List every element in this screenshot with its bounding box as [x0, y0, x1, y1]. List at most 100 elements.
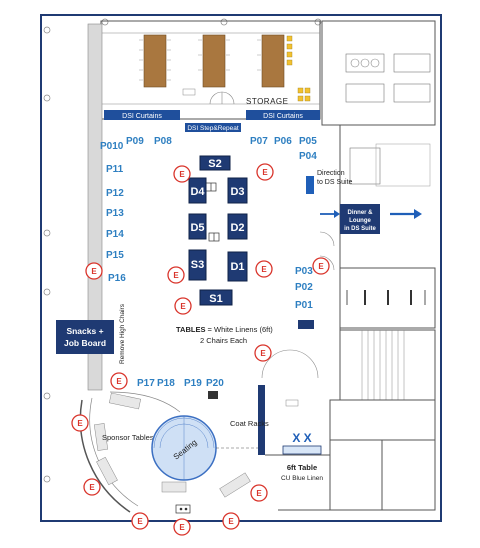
svg-text:E: E: [89, 483, 95, 492]
emergency-icon: E: [131, 512, 149, 530]
svg-text:E: E: [228, 517, 234, 526]
dinner-line2: Lounge: [349, 218, 371, 224]
emergency-icon: E: [167, 266, 185, 284]
sponsor-area: Sponsor Tables Seating: [79, 391, 258, 514]
cu-blue-linen-label: CU Blue Linen: [281, 475, 323, 482]
svg-text:E: E: [91, 267, 97, 276]
poster-p14[interactable]: P14: [106, 229, 124, 240]
poster-p07[interactable]: P07: [250, 136, 268, 147]
table-d5-label: D5: [190, 222, 204, 234]
plan-border: [40, 14, 442, 522]
table-s3[interactable]: [188, 249, 207, 281]
dsi-curtains-left-label: DSI Curtains: [122, 113, 162, 120]
remove-chairs-label: Remove High Chairs: [119, 303, 126, 364]
poster-p010[interactable]: P010: [100, 141, 124, 152]
poster-p05[interactable]: P05: [299, 136, 317, 147]
emergency-icon: E: [255, 260, 273, 278]
coat-rack-bar: [258, 385, 265, 455]
chairs-label: 2 Chairs Each: [200, 336, 247, 345]
svg-text:E: E: [173, 271, 179, 280]
poster-p19[interactable]: P19: [184, 378, 202, 389]
x-marks: X X: [292, 431, 311, 445]
emergency-icon: E: [174, 297, 192, 315]
table-s3-label: S3: [191, 259, 204, 271]
snacks-line1: Snacks +: [66, 326, 103, 336]
emergency-icon: E: [85, 262, 103, 280]
direction-line1: Direction: [317, 170, 345, 177]
poster-labels: P09 P08 P07 P06 P05 P010 P04 P11 P12 P13…: [100, 136, 317, 389]
poster-p09[interactable]: P09: [126, 136, 144, 147]
emergency-markers: E E E E E E E E E E E E E E E: [71, 163, 330, 536]
table-d4-label: D4: [190, 186, 205, 198]
table-d2[interactable]: [227, 213, 248, 240]
direction-sign: Direction to DS Suite Dinner & Lounge in…: [306, 170, 422, 234]
small-table-p01: [298, 320, 314, 329]
wood-table-2: [202, 34, 226, 88]
table-s1[interactable]: [199, 289, 233, 306]
table-d5[interactable]: [188, 213, 207, 240]
emergency-icon: E: [173, 518, 191, 536]
poster-p13[interactable]: P13: [106, 208, 124, 219]
poster-p08[interactable]: P08: [154, 136, 172, 147]
wood-table-3: [261, 34, 285, 88]
dinner-line3: in DS Suite: [344, 226, 376, 232]
poster-p06[interactable]: P06: [274, 136, 292, 147]
table-s2[interactable]: [199, 155, 231, 171]
poster-p11[interactable]: P11: [106, 164, 124, 175]
table-d1[interactable]: [227, 251, 248, 282]
coat-racks-label: Coat Racks: [230, 419, 269, 428]
poster-p03[interactable]: P03: [295, 266, 313, 277]
stacked-chairs: [286, 35, 311, 102]
dinner-line1: Dinner &: [347, 210, 373, 216]
snacks-job-board: Snacks + Job Board Remove High Chairs: [56, 303, 126, 364]
dsi-step-repeat-label: DSI Step&Repeat: [187, 125, 239, 132]
corridor-doors: [298, 231, 335, 329]
svg-text:E: E: [261, 265, 267, 274]
table-s2-label: S2: [208, 158, 221, 170]
poster-p15[interactable]: P15: [106, 250, 124, 261]
restrooms: [329, 267, 436, 511]
wood-table-1: [143, 34, 167, 88]
sponsor-tables-label: Sponsor Tables: [102, 433, 154, 442]
poster-p18[interactable]: P18: [157, 378, 175, 389]
tables: S2 D4 D3 D5 D2 S3 D1 S1: [188, 155, 248, 306]
table-s1-label: S1: [209, 293, 222, 305]
curtains: DSI Curtains DSI Step&Repeat DSI Curtain…: [104, 110, 320, 132]
poster-p17[interactable]: P17: [137, 378, 155, 389]
table-d4[interactable]: [188, 177, 207, 204]
snacks-line2: Job Board: [64, 338, 106, 348]
grid-markers: [43, 18, 322, 483]
table-d3[interactable]: [227, 177, 248, 204]
poster-p02[interactable]: P02: [295, 282, 313, 293]
svg-text:TABLES = White Linens (6ft): TABLES = White Linens (6ft): [176, 325, 273, 334]
poster-p04[interactable]: P04: [299, 151, 317, 162]
emergency-icon: E: [222, 512, 240, 530]
tables-rest: = White Linens (6ft): [205, 325, 273, 334]
emergency-icon: E: [110, 372, 128, 390]
direction-line2: to DS Suite: [317, 179, 353, 186]
tables-bold: TABLES: [176, 325, 205, 334]
left-wall-strip: [87, 23, 103, 391]
table-d3-label: D3: [230, 186, 244, 198]
svg-text:E: E: [137, 517, 143, 526]
six-ft-table-label: 6ft Table: [287, 463, 317, 472]
dsi-curtains-right-label: DSI Curtains: [263, 113, 303, 120]
poster-p20[interactable]: P20: [206, 378, 224, 389]
svg-text:E: E: [256, 489, 262, 498]
poster-p01[interactable]: P01: [295, 300, 313, 311]
poster-p12[interactable]: P12: [106, 188, 124, 199]
poster-p16[interactable]: P16: [108, 273, 126, 284]
emergency-icon: E: [83, 478, 101, 496]
svg-text:E: E: [180, 302, 186, 311]
storage-label: STORAGE: [246, 97, 288, 106]
emergency-icon: E: [71, 414, 89, 432]
emergency-icon: E: [250, 484, 268, 502]
p20-marker: [208, 391, 218, 399]
table-d2-label: D2: [230, 222, 244, 234]
svg-text:E: E: [179, 523, 185, 532]
svg-text:E: E: [77, 419, 83, 428]
svg-text:E: E: [318, 262, 324, 271]
svg-text:E: E: [262, 168, 268, 177]
svg-text:E: E: [179, 170, 185, 179]
emergency-icon: E: [256, 163, 274, 181]
